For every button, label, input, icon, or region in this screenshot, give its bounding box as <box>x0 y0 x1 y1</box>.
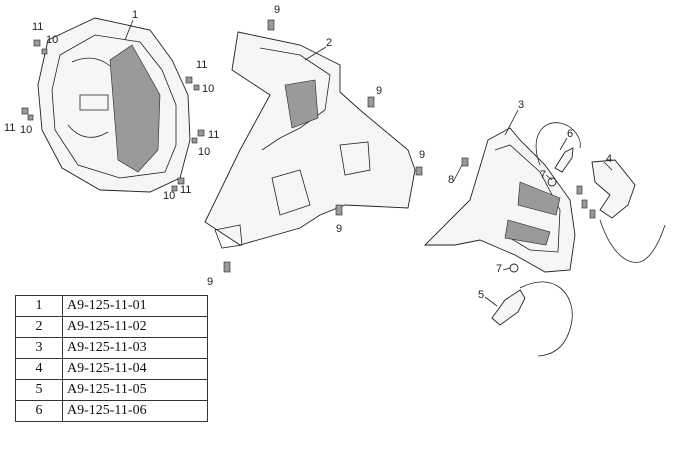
part-number-cell: 6 <box>15 400 63 422</box>
leader-lines <box>124 19 613 307</box>
callout-11-left: 11 <box>4 122 15 134</box>
part-number-cell: 3 <box>15 337 63 359</box>
callout-2: 2 <box>326 37 332 49</box>
part-number-cell: 1 <box>15 295 63 317</box>
part-code-cell: A9-125-11-03 <box>62 337 208 359</box>
callout-7-lower: 7 <box>496 263 502 275</box>
callout-3: 3 <box>518 99 524 111</box>
part-1-housing <box>37 17 191 193</box>
part-5-lower-indicator <box>491 281 573 357</box>
part-code-cell: A9-125-11-01 <box>62 295 208 317</box>
callout-7-upper: 7 <box>540 169 546 181</box>
part-code-cell: A9-125-11-06 <box>62 400 208 422</box>
callout-4: 4 <box>606 153 612 165</box>
callout-11-right-mid: 11 <box>208 129 219 141</box>
callout-9-right-upper: 9 <box>376 85 382 97</box>
callout-11-bottom: 11 <box>180 184 191 196</box>
part-number-cell: 5 <box>15 379 63 401</box>
part-number-cell: 4 <box>15 358 63 380</box>
callout-9-top: 9 <box>274 4 280 16</box>
part-4-bracket <box>591 159 666 263</box>
callout-9-right: 9 <box>419 149 425 161</box>
part-3-lower-shroud <box>423 127 576 273</box>
part-code-cell: A9-125-11-02 <box>62 316 208 338</box>
callout-10-right-lower: 10 <box>198 146 210 158</box>
part-code-cell: A9-125-11-05 <box>62 379 208 401</box>
callout-9-bottom: 9 <box>336 223 342 235</box>
callout-11-right-upper: 11 <box>196 59 207 71</box>
fasteners <box>21 19 596 273</box>
callout-6: 6 <box>567 128 573 140</box>
callout-1: 1 <box>132 9 138 21</box>
callout-9-left-bottom: 9 <box>207 276 213 288</box>
part-6-upper-indicator <box>535 122 581 173</box>
callout-8: 8 <box>448 174 454 186</box>
part-code-cell: A9-125-11-04 <box>62 358 208 380</box>
part-2-front-panel <box>204 31 416 249</box>
callout-10-bottom: 10 <box>163 190 175 202</box>
callout-10-left: 10 <box>20 124 32 136</box>
callout-10-top-left: 10 <box>46 34 58 46</box>
callout-10-right-upper: 10 <box>202 83 214 95</box>
part-number-cell: 2 <box>15 316 63 338</box>
callout-5: 5 <box>478 289 484 301</box>
callout-11-top-left: 11 <box>32 21 43 33</box>
